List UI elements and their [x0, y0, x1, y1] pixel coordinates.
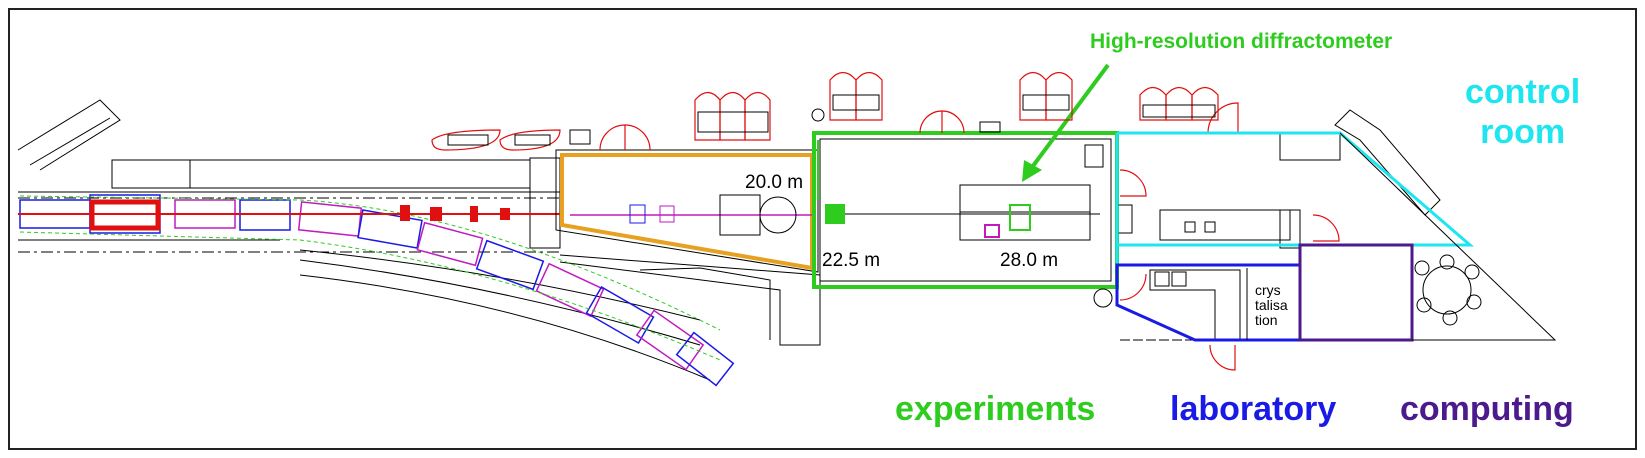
distance-label-28m: 28.0 m	[1000, 250, 1059, 271]
diffractometer-arrow	[1022, 63, 1110, 182]
optics-hutch	[555, 149, 845, 273]
plan-frame	[8, 8, 1637, 450]
computing-outline	[1298, 243, 1414, 342]
crystallisation-label: crys talisa tion	[1255, 283, 1288, 328]
control-room-label-line1: control	[1465, 73, 1581, 111]
distance-label-20m: 20.0 m	[745, 172, 804, 193]
computing-label: computing	[1400, 390, 1574, 428]
distance-label-22-5m: 22.5 m	[822, 250, 881, 271]
magnet-lattice	[18, 194, 735, 387]
crystallisation-label-line3: tion	[1255, 312, 1278, 328]
crystallisation-label-line1: crys	[1255, 282, 1281, 298]
laboratory-label: laboratory	[1170, 390, 1337, 428]
diffractometer-label: High-resolution diffractometer	[1090, 30, 1393, 53]
control-room-outline	[1117, 131, 1475, 247]
control-room-label-line2: room	[1480, 113, 1566, 151]
outer-wall-right	[1339, 132, 1557, 341]
crystallisation-label-line2: talisa	[1255, 297, 1288, 313]
cabinet-bodies	[447, 94, 1216, 146]
door-swings	[599, 102, 1340, 371]
experiments-label: experiments	[895, 390, 1096, 428]
cabinets	[431, 71, 1219, 151]
control-room-label: control room	[1465, 72, 1580, 152]
